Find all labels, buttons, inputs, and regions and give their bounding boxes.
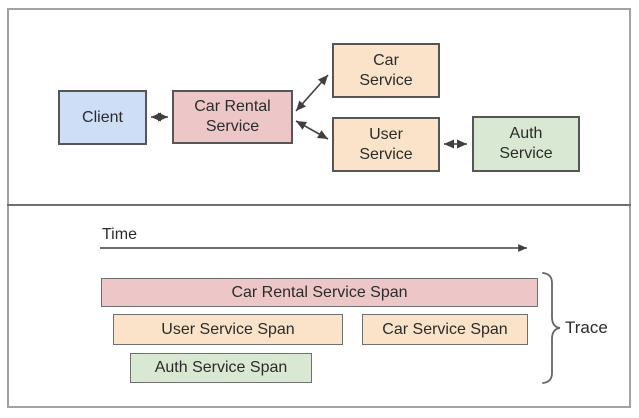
client-node-label: Client: [82, 108, 123, 126]
user-service-span-bar: User Service Span: [113, 314, 343, 345]
auth-service-node: Auth Service: [472, 116, 580, 172]
outer-border: [7, 8, 631, 408]
car-service-span-label: Car Service Span: [382, 320, 508, 338]
car-rental-service-node: Car Rental Service: [172, 90, 293, 144]
car-rental-service-node-label: Car Rental Service: [194, 98, 271, 135]
auth-service-span-bar: Auth Service Span: [130, 353, 312, 383]
client-node: Client: [58, 90, 147, 145]
car-service-node-label: Car Service: [359, 51, 413, 89]
section-divider: [7, 204, 631, 206]
user-service-span-label: User Service Span: [161, 320, 295, 338]
auth-service-node-label: Auth Service: [499, 125, 553, 162]
car-rental-service-span-label: Car Rental Service Span: [231, 283, 408, 301]
user-service-node: User Service: [332, 117, 440, 172]
time-axis-label: Time: [102, 226, 137, 243]
user-service-node-label: User Service: [359, 125, 413, 163]
trace-brace-label: Trace: [565, 318, 608, 337]
car-rental-service-span-bar: Car Rental Service Span: [101, 278, 538, 307]
car-service-node: Car Service: [332, 43, 440, 98]
auth-service-span-label: Auth Service Span: [154, 359, 288, 376]
car-service-span-bar: Car Service Span: [362, 314, 528, 345]
